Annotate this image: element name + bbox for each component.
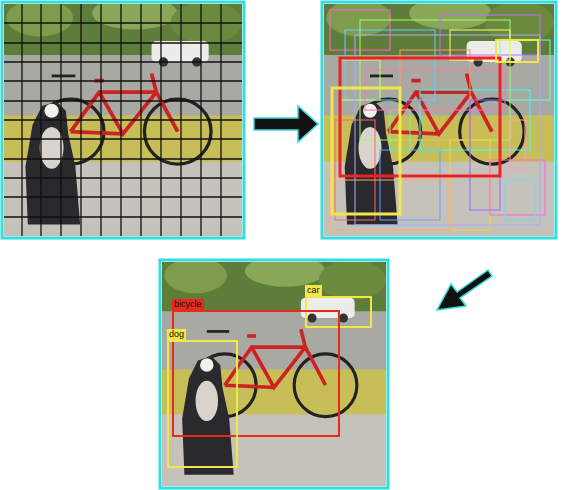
class-label: dog — [167, 329, 186, 340]
detection-box: bicycle — [172, 310, 340, 437]
detection-box: dog — [167, 340, 238, 468]
class-label: car — [305, 285, 322, 296]
class-label: bicycle — [172, 299, 204, 310]
